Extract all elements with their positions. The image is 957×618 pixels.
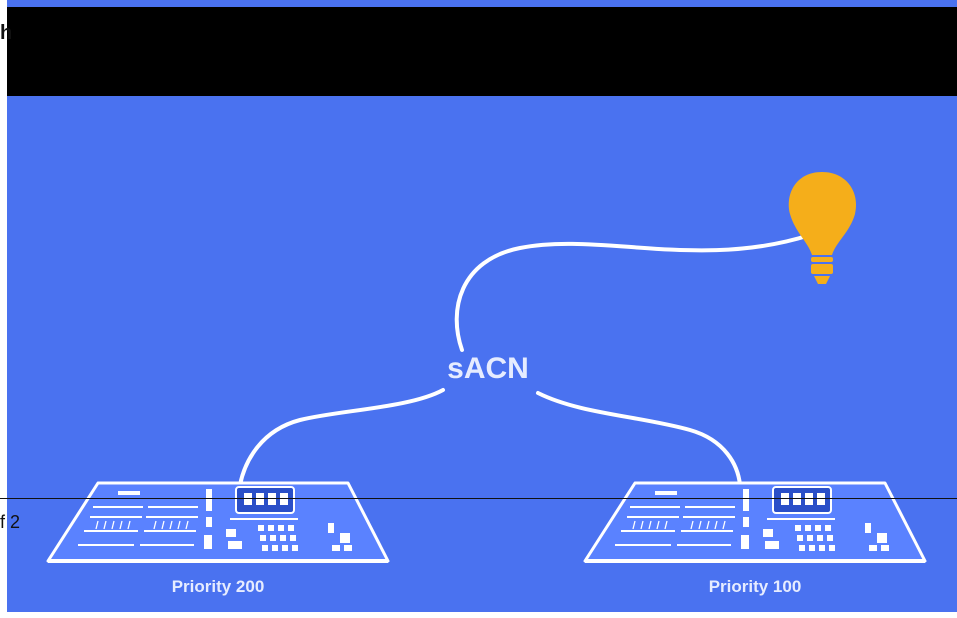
connection-line-console-left [238, 388, 445, 487]
page-divider [0, 498, 957, 499]
connection-line-console-right [536, 391, 742, 487]
connection-line-bulb [454, 233, 812, 352]
sacn-hub-label: sACN [447, 352, 529, 385]
lighting-console-icon-left [46, 481, 390, 563]
page-heading-fragment: h [0, 22, 13, 44]
top-black-bar [7, 7, 957, 96]
console-label-right: Priority 100 [709, 577, 802, 596]
lightbulb-icon [788, 172, 857, 284]
lighting-console-icon-right [583, 481, 927, 563]
page-counter: f 2 [0, 512, 21, 532]
console-label-left: Priority 200 [172, 577, 265, 596]
